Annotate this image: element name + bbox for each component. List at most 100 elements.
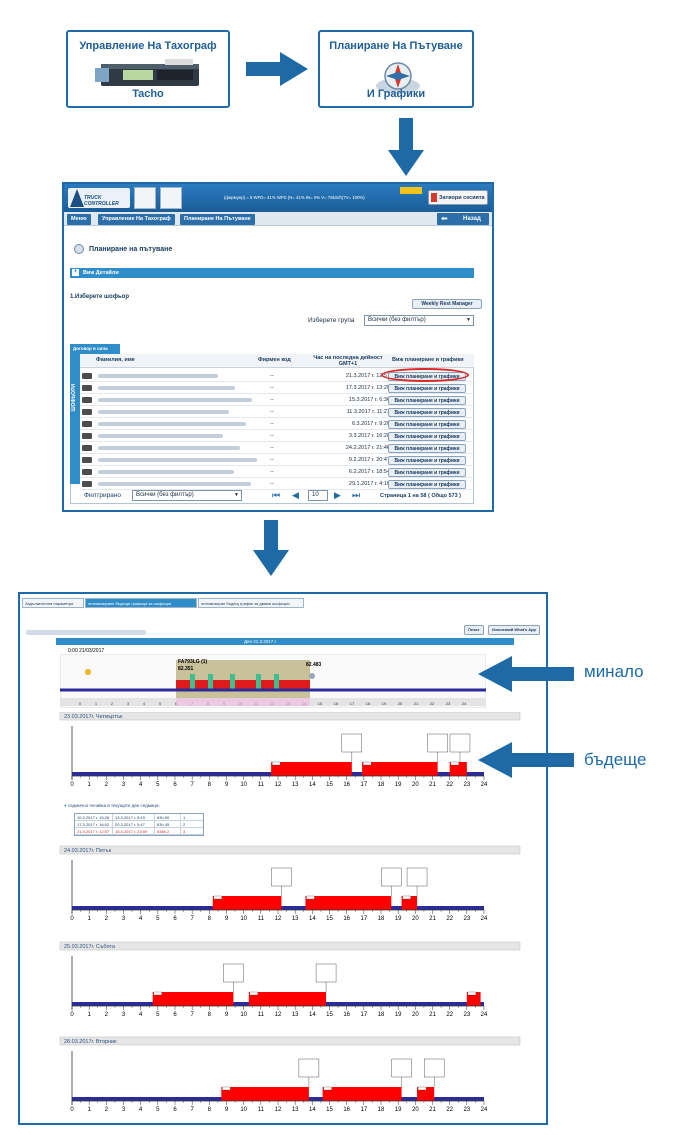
hour-label: 18 — [378, 1107, 385, 1113]
hour-label: 24 — [481, 782, 488, 788]
rest-end: 20.3.2017 г. 5:47 — [113, 821, 155, 827]
hour-label: 5 — [156, 1107, 160, 1113]
hour-label: 0 — [70, 782, 74, 788]
rest-start: 17.3.2017 г. 16:02 — [75, 821, 113, 827]
info-box — [315, 963, 337, 983]
hour-label: 15 — [326, 1012, 333, 1018]
view-planning-button[interactable]: Виж планиране и графики — [388, 480, 466, 489]
next-page-icon[interactable]: ▶ — [334, 490, 341, 500]
past-tick-label: 2 — [111, 701, 114, 706]
km-right-label: 82.483 — [306, 662, 322, 668]
breadcrumb-planning[interactable]: Планиране На Пътуване — [180, 214, 255, 225]
view-planning-button[interactable]: Виж планиране и графики — [388, 408, 466, 417]
rest-index: 2 — [183, 822, 186, 827]
group-label: Изберете група — [308, 317, 355, 324]
driver-last-activity: 24.2.2017 г. 21:46 — [345, 445, 390, 451]
planner-tab[interactable]: оптимизиране бъдещи графици за шофьори — [85, 598, 197, 608]
driver-last-activity: 11.3.2017 г. 11:21 — [346, 409, 390, 415]
hour-label: 19 — [395, 1107, 402, 1113]
hour-label: 9 — [225, 916, 229, 922]
hour-label: 20 — [412, 916, 419, 922]
plus-icon: + — [72, 269, 79, 276]
view-planning-button[interactable]: Виж планиране и графики — [388, 420, 466, 429]
view-planning-button[interactable]: Виж планиране и графики — [388, 396, 466, 405]
breadcrumb-tacho[interactable]: Управление На Тахограф — [98, 214, 175, 225]
arrow-head-down-icon-2 — [253, 550, 289, 576]
hour-label: 4 — [139, 1012, 143, 1018]
compass-icon — [376, 62, 420, 94]
view-planning-button[interactable]: Виж планиране и графики — [388, 432, 466, 441]
hour-label: 3 — [122, 916, 126, 922]
hour-label: 9 — [225, 1012, 229, 1018]
driver-name-blurred — [98, 422, 246, 426]
hour-label: 4 — [139, 916, 143, 922]
tab-contract[interactable]: Договор в сила — [70, 344, 120, 354]
first-page-icon[interactable]: ⏮ — [272, 490, 281, 500]
page-size-select[interactable]: 10 — [308, 490, 328, 501]
app-logo: TRUCK CONTROLLER — [68, 188, 130, 208]
back-button[interactable]: ⬅ Назад — [437, 213, 489, 225]
drive-start-tag — [417, 1086, 427, 1091]
planner-tab[interactable]: Задължителни параметри — [22, 598, 84, 608]
drive-segment — [221, 1087, 309, 1101]
view-planning-button[interactable]: Виж планиране и графики — [388, 444, 466, 453]
hour-label: 12 — [275, 916, 282, 922]
hour-label: 3 — [122, 1012, 126, 1018]
hour-label: 24 — [481, 1107, 488, 1113]
view-planning-button[interactable]: Виж планиране и графики — [388, 456, 466, 465]
day-label: 25.03.2017г. Събота — [64, 944, 116, 950]
past-rest-mark — [230, 674, 235, 690]
breadcrumb-menu[interactable]: Меню — [67, 214, 91, 225]
drive-segment — [305, 896, 392, 910]
truck-thumb-icon[interactable] — [160, 187, 182, 209]
day-label: 24.03.2017г. Петък — [64, 848, 112, 854]
hour-label: 20 — [412, 1012, 419, 1018]
weekly-rest-row: 17.3.2017 г. 16:02 20.3.2017 г. 5:47 63h… — [75, 821, 203, 828]
status-line: (фирмуер) = 6 WFD= 41% WFD (N= 41% IN= 0… — [224, 195, 365, 200]
drive-start-tag — [153, 991, 162, 996]
hour-label: 7 — [190, 916, 194, 922]
driver-name-blurred — [98, 458, 257, 462]
tacho-management-tile[interactable]: Управление На Тахограф Tacho — [66, 30, 230, 108]
past-tick-label: 23 — [446, 701, 451, 706]
hour-label: 18 — [378, 916, 385, 922]
weekly-rest-title-text: седмично почивка в текущите две седмици: — [67, 803, 160, 808]
tacho-thumb-icon[interactable] — [134, 187, 156, 209]
future-label: бъдеще — [584, 750, 647, 769]
driver-card-icon — [82, 385, 92, 391]
down-arrow-icon-2 — [264, 520, 278, 552]
side-tab-drivers[interactable]: ШОФЬОРИ — [70, 354, 80, 484]
weekly-rest-manager-button[interactable]: Weekly Rest Manager — [412, 299, 482, 309]
prev-page-icon[interactable]: ◀ — [292, 490, 299, 500]
whatsapp-button[interactable]: Използвай What's App — [487, 625, 540, 635]
group-select[interactable]: Всички (без филтър) ▼ — [364, 315, 474, 326]
last-page-icon[interactable]: ⏭ — [352, 490, 361, 500]
print-button[interactable]: Печат — [463, 625, 484, 635]
driver-code: -- — [270, 469, 274, 475]
hour-label: 11 — [258, 782, 265, 788]
planner-tab[interactable]: оптимизиран бъдещ график за двама шофьор… — [198, 598, 304, 608]
drive-segment — [271, 762, 352, 776]
view-planning-button[interactable]: Виж планиране и графики — [388, 468, 466, 477]
view-planning-button[interactable]: Виж планиране и графики — [388, 384, 466, 393]
hour-label: 24 — [481, 1012, 488, 1018]
drive-segment — [417, 1087, 435, 1101]
hour-label: 23 — [463, 916, 470, 922]
filter-select[interactable]: Всички (без филтър) ▼ — [132, 490, 242, 501]
past-axis-highlight — [176, 698, 310, 706]
info-box — [424, 1058, 445, 1078]
hour-label: 5 — [156, 916, 160, 922]
close-session-button[interactable]: Затвори сесията — [428, 190, 488, 205]
hour-label: 14 — [309, 1107, 316, 1113]
hour-label: 15 — [326, 916, 333, 922]
table-row: -- 17.3.2017 г. 13:20 Виж планиране и гр… — [80, 382, 474, 394]
details-bar[interactable]: + Виж Детайли — [70, 268, 474, 278]
page-title-icon — [74, 244, 84, 254]
planning-tile-title: Планиране На Пътуване — [329, 40, 463, 52]
trip-planning-tile[interactable]: Планиране На Пътуване И Графики — [318, 30, 474, 108]
hour-label: 16 — [343, 782, 350, 788]
hour-label: 5 — [156, 1012, 160, 1018]
driver-name-blurred — [98, 398, 252, 402]
future-arrow-icon — [478, 742, 574, 778]
